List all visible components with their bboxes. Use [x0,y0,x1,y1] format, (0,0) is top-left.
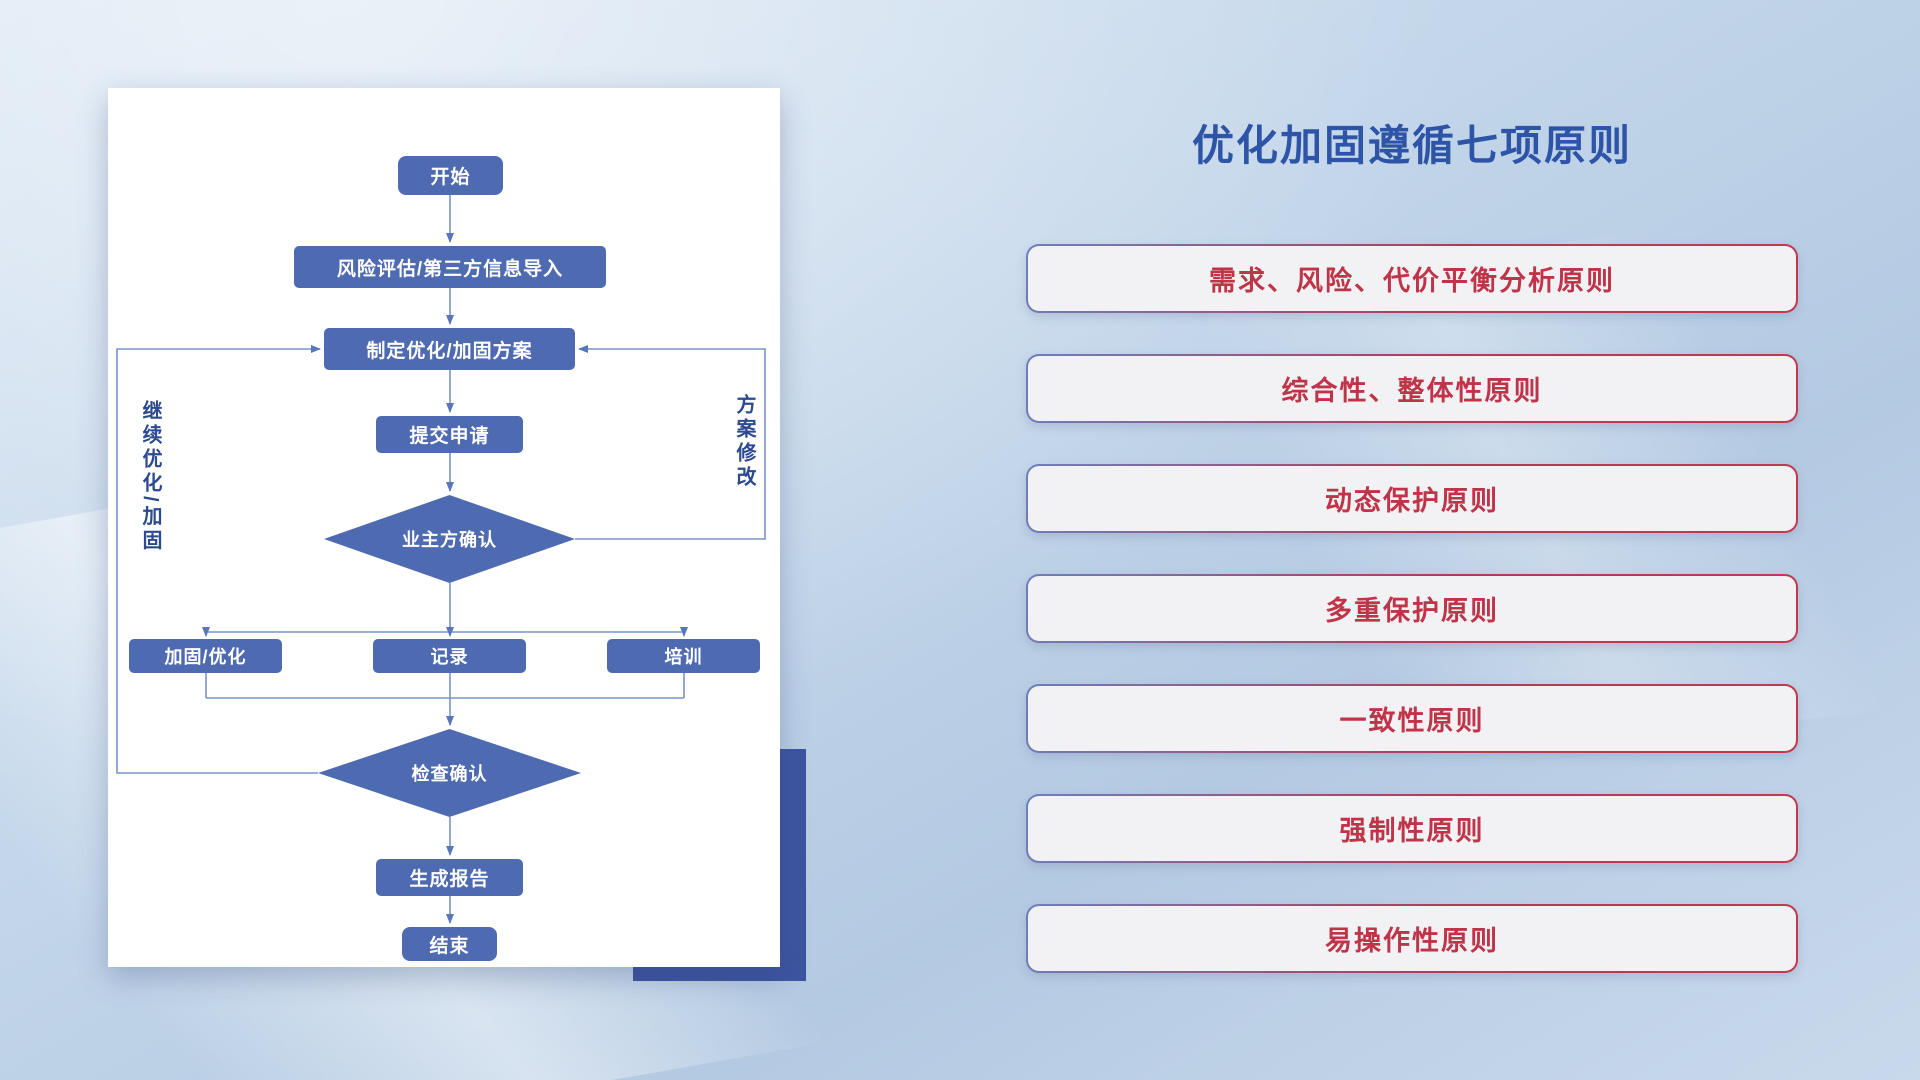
flow-node-make-plan: 制定优化/加固方案 [324,328,575,370]
flow-node-report: 生成报告 [376,859,523,896]
flow-node-start: 开始 [398,156,503,195]
principle-item-5: 一致性原则 [1026,684,1798,753]
principle-label-5: 一致性原则 [1028,686,1796,751]
flow-node-reinforce: 加固/优化 [129,639,282,673]
flowchart-panel: 开始 风险评估/第三方信息导入 制定优化/加固方案 提交申请 业主方确认 加固/… [108,88,780,967]
flow-node-submit: 提交申请 [376,416,523,453]
principles-list: 需求、风险、代价平衡分析原则 综合性、整体性原则 动态保护原则 多重保护原则 一… [1026,244,1798,973]
principle-label-2: 综合性、整体性原则 [1028,356,1796,421]
loop-label-continue-optimize: 继续优化/加固 [139,400,161,554]
principle-label-7: 易操作性原则 [1028,906,1796,971]
principle-label-1: 需求、风险、代价平衡分析原则 [1028,246,1796,311]
principle-item-4: 多重保护原则 [1026,574,1798,643]
principle-item-7: 易操作性原则 [1026,904,1798,973]
flow-node-risk-import: 风险评估/第三方信息导入 [294,246,606,288]
flow-node-end: 结束 [402,927,497,961]
flow-connectors [116,195,766,924]
page-title: 优化加固遵循七项原则 [1191,122,1632,169]
principle-label-4: 多重保护原则 [1028,576,1796,641]
principle-item-3: 动态保护原则 [1026,464,1798,533]
principle-item-1: 需求、风险、代价平衡分析原则 [1026,244,1798,313]
flow-node-train: 培训 [607,639,760,673]
principle-label-6: 强制性原则 [1028,796,1796,861]
principle-label-3: 动态保护原则 [1028,466,1796,531]
flow-node-record: 记录 [373,639,526,673]
loop-label-plan-revise: 方案修改 [733,394,755,490]
principle-item-2: 综合性、整体性原则 [1026,354,1798,423]
principle-item-6: 强制性原则 [1026,794,1798,863]
